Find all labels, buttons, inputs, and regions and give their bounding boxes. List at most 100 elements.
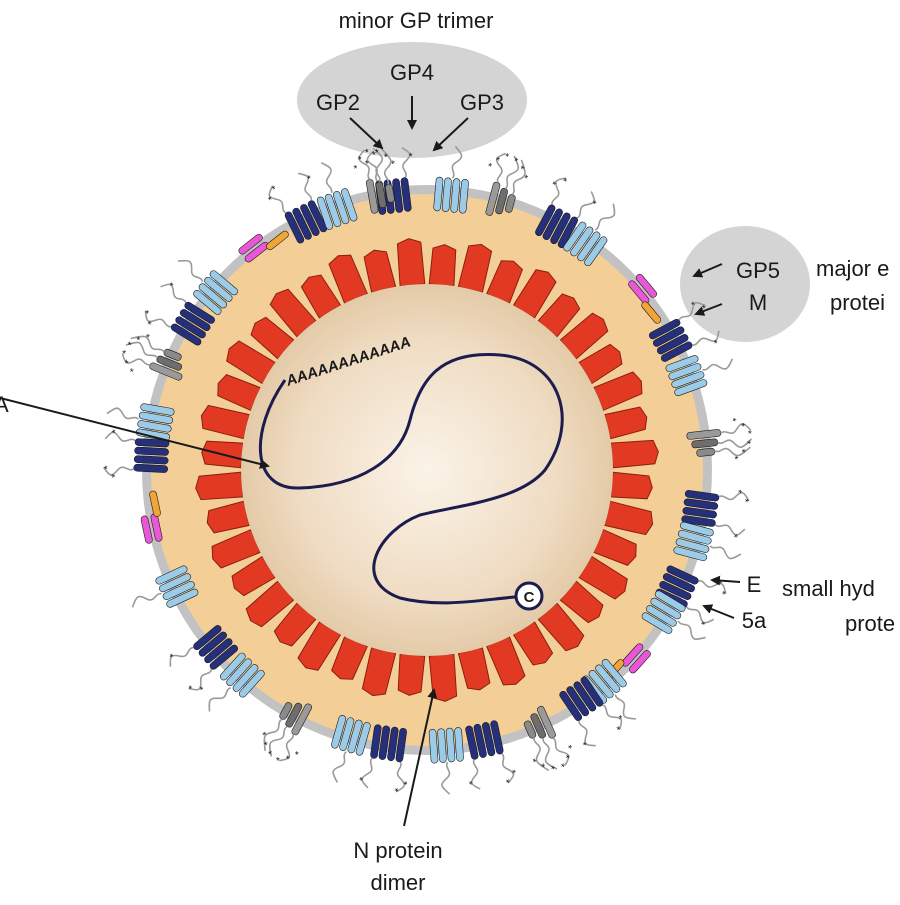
ectodomain-tail <box>279 734 295 762</box>
helix <box>450 178 461 213</box>
m-protein <box>428 727 464 795</box>
e-protein <box>629 650 651 674</box>
ectodomain-tail <box>501 753 515 784</box>
helix <box>682 506 717 519</box>
helix <box>162 580 195 601</box>
glycan-mark: * <box>357 155 363 167</box>
helix <box>659 580 692 601</box>
ectodomain-tail <box>441 761 451 795</box>
ectodomain-tail <box>495 152 506 183</box>
glycan-mark: * <box>563 748 571 760</box>
m-protein <box>641 590 706 640</box>
glycan-mark: * <box>391 159 397 171</box>
gp2-arrow <box>349 117 384 150</box>
glycan-mark: * <box>374 148 380 160</box>
helix <box>137 420 172 433</box>
helix <box>400 177 412 212</box>
n-protein-arrow <box>403 688 438 827</box>
glycan-mark: * <box>275 751 284 763</box>
e-arrow <box>710 575 741 586</box>
helix <box>155 565 188 585</box>
helix <box>662 573 695 593</box>
ectodomain-tail <box>372 147 384 183</box>
gp5-protein: *** <box>103 429 170 478</box>
glycan-mark: * <box>371 150 376 161</box>
ectodomain-tail <box>714 446 751 457</box>
helix <box>550 212 571 245</box>
helix <box>570 226 594 257</box>
helix <box>671 371 705 389</box>
ectodomain-tail <box>263 718 283 751</box>
m-protein <box>106 403 175 441</box>
glycan-mark: * <box>306 173 314 185</box>
helix <box>559 690 583 721</box>
helix <box>473 723 487 758</box>
ectodomain-tail <box>685 606 715 624</box>
ectodomain-tail <box>366 150 378 182</box>
n-protein-label-1: N protein <box>353 838 442 863</box>
five-a-protein <box>641 301 662 324</box>
gp3-protein <box>696 447 716 457</box>
glycan-mark: * <box>146 320 157 329</box>
major-envelope-label-2: protei <box>830 290 885 315</box>
helix <box>292 207 312 240</box>
ectodomain-tail <box>542 737 558 770</box>
capsid-subunit <box>610 439 659 469</box>
glycan-mark: * <box>728 533 739 538</box>
capsid-subunit <box>428 244 457 287</box>
gp2-label: GP2 <box>316 90 360 115</box>
ectodomain-tail <box>602 704 623 731</box>
gp5-protein: *** <box>559 676 624 747</box>
glycan-mark: * <box>187 681 198 691</box>
ectodomain-tail <box>208 686 232 712</box>
glycan-mark: * <box>263 735 272 747</box>
helix <box>179 309 211 332</box>
helix <box>324 193 342 227</box>
capsid-core <box>241 284 613 656</box>
m-protein <box>665 355 734 397</box>
gp3-arrow <box>432 117 469 152</box>
helix <box>175 316 206 339</box>
helix <box>654 590 686 612</box>
helix <box>666 565 699 585</box>
helix <box>395 727 407 763</box>
ectodomain-tail <box>720 422 752 434</box>
e-protein <box>635 274 657 298</box>
glycan-mark: * <box>467 775 473 787</box>
genome-rna <box>258 352 564 605</box>
helix <box>133 455 169 465</box>
helix <box>684 490 720 502</box>
helix <box>226 658 252 687</box>
ectodomain-tail <box>470 759 481 790</box>
minor-protein: ****** <box>353 147 397 214</box>
glycan-mark: * <box>494 155 501 167</box>
ectodomain-tail <box>718 491 750 502</box>
helix <box>458 178 469 214</box>
helix <box>134 446 169 456</box>
ectodomain-tail <box>677 620 706 640</box>
m-protein <box>131 565 199 608</box>
five-a-label: 5a <box>742 608 767 633</box>
helix <box>140 403 175 416</box>
glycan-mark: * <box>589 199 598 211</box>
helix <box>355 722 371 756</box>
ectodomain-tail <box>714 524 746 536</box>
helix <box>683 498 719 510</box>
ectodomain-tail <box>131 592 162 608</box>
ectodomain-tail <box>361 757 373 789</box>
m-arrow <box>694 303 723 316</box>
glycan-mark: * <box>128 367 140 375</box>
ectodomain-tail <box>717 438 753 448</box>
major-envelope-label-1: major e <box>816 256 889 281</box>
glycan-mark: * <box>504 773 510 785</box>
glycan-mark: * <box>144 333 156 341</box>
e5a-protein <box>628 274 662 324</box>
helix <box>170 323 202 346</box>
glycan-mark: * <box>565 739 573 751</box>
gp5-protein: *** <box>681 488 750 538</box>
minor-protein: ****** <box>523 705 573 772</box>
glycan-mark: * <box>732 488 743 493</box>
helix <box>133 463 169 473</box>
glycan-mark: * <box>383 152 389 164</box>
helix <box>378 725 391 760</box>
